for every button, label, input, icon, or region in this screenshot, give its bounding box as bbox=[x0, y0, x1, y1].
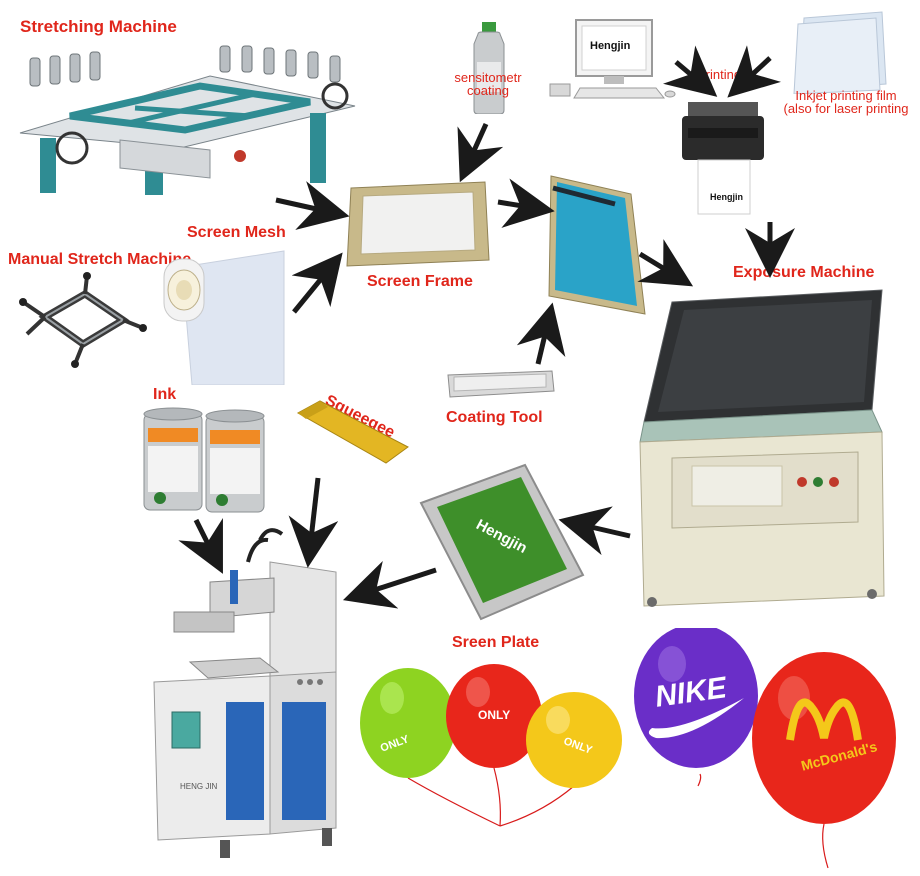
ink-cans-image bbox=[138, 404, 270, 516]
balloon-only-text-2: ONLY bbox=[478, 708, 511, 722]
inkjet-film-label-line1: Inkjet printing film bbox=[795, 88, 897, 103]
emulsion-bottle-image bbox=[470, 22, 508, 115]
sensitometr-label-line2: coating bbox=[467, 83, 509, 98]
ink-label: Ink bbox=[153, 386, 177, 403]
exposure-machine-label: Exposure Machine bbox=[733, 264, 875, 281]
printing-label: Printing bbox=[697, 67, 742, 82]
sensitometr-label-line1: sensitometr bbox=[454, 70, 522, 85]
stretching-machine-image bbox=[10, 38, 362, 198]
manual-stretch-machine-image bbox=[15, 272, 150, 372]
balloons-group bbox=[352, 624, 920, 871]
pad-printer-brand-text: HENG JIN bbox=[180, 782, 218, 791]
balloon-red-large bbox=[752, 652, 896, 824]
printer-image bbox=[678, 98, 768, 216]
computer-image bbox=[546, 18, 676, 100]
inkjet-film-label: Inkjet printing film (also for laser pri… bbox=[772, 89, 920, 115]
coating-tool-label: Coating Tool bbox=[446, 409, 543, 426]
arrow-coatingtool-to-coated bbox=[516, 302, 566, 365]
inkjet-film-label-line2: (also for laser printing bbox=[783, 101, 909, 116]
pad-printing-machine-image bbox=[150, 522, 350, 864]
coating-tool-image bbox=[444, 369, 557, 399]
arrow-emulsion-to-frame bbox=[457, 122, 504, 183]
screen-frame-image bbox=[343, 180, 493, 268]
balloon-red-small bbox=[446, 664, 542, 768]
squeegee-image bbox=[292, 397, 410, 469]
exposure-machine-image bbox=[632, 282, 894, 612]
arrow-film-to-printer bbox=[727, 45, 781, 98]
balloon-yellow bbox=[526, 692, 622, 788]
arrow-mesh-to-frame bbox=[291, 252, 343, 314]
sensitometr-label: sensitometr coating bbox=[448, 71, 528, 97]
balloon-purple bbox=[634, 624, 758, 768]
arrow-stretch-to-frame bbox=[275, 181, 350, 230]
printer-brand-text: Hengjin bbox=[710, 192, 743, 202]
sreen-plate-label: Sreen Plate bbox=[452, 634, 540, 651]
stretching-machine-label: Stretching Machine bbox=[20, 17, 177, 36]
screen-plate-image bbox=[415, 463, 587, 621]
balloon-green bbox=[360, 668, 456, 778]
manual-stretch-machine-label: Manual Stretch Machine bbox=[8, 251, 192, 268]
inkjet-film-image bbox=[790, 10, 890, 95]
arrow-frame-to-coated bbox=[497, 178, 555, 228]
screen-mesh-image bbox=[162, 247, 286, 386]
coated-screen-image bbox=[545, 170, 650, 316]
screen-frame-label: Screen Frame bbox=[367, 273, 473, 290]
screen-mesh-label: Screen Mesh bbox=[187, 224, 286, 241]
monitor-brand-text: Hengjin bbox=[590, 40, 631, 52]
